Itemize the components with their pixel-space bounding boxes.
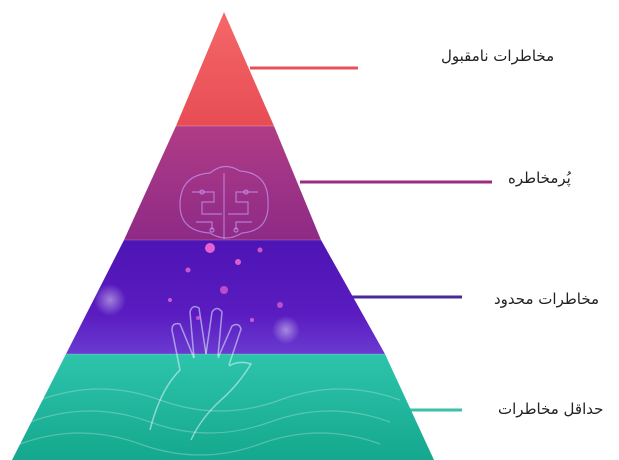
glow-orb (272, 316, 300, 344)
level-label-unacceptable-risk: مخاطرات نامقبول (441, 47, 554, 65)
level-label-limited-risk: مخاطرات محدود (494, 290, 599, 308)
level-label-high-risk: پُرمخاطره (508, 169, 571, 187)
level-label-minimal-risk: حداقل مخاطرات (498, 400, 603, 418)
tier-high-risk (124, 126, 321, 240)
tier-minimal-risk (12, 354, 434, 460)
